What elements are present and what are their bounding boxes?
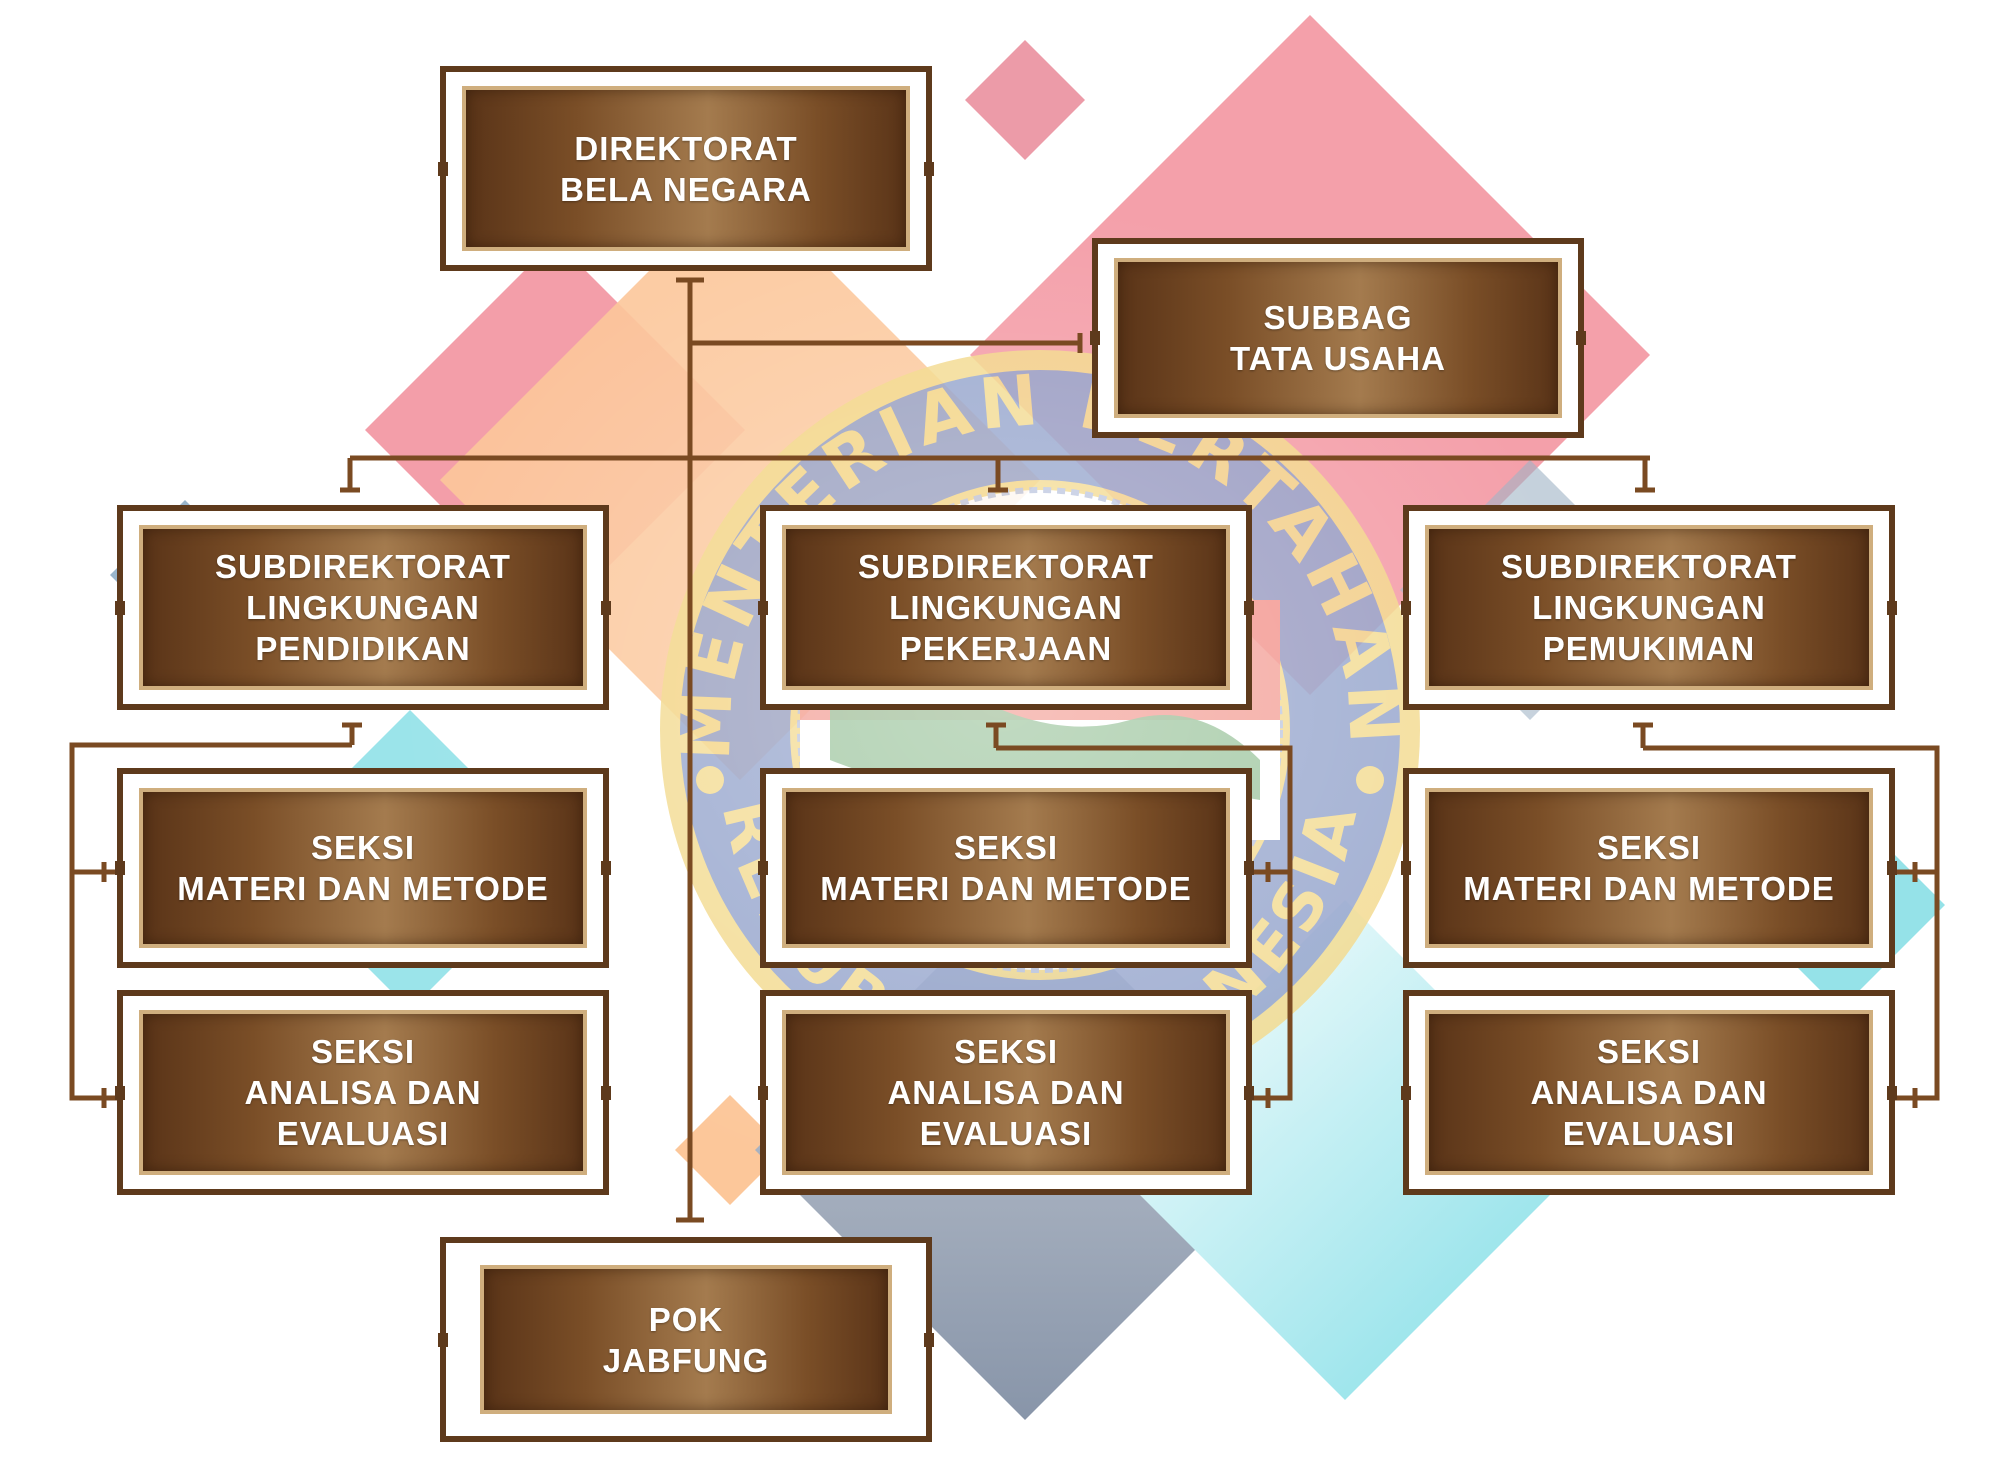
node-pok-jabfung: POK JABFUNG [438,1237,934,1442]
node-label: SEKSI ANALISA DAN EVALUASI [244,1033,482,1152]
node-label: SEKSI MATERI DAN METODE [820,829,1192,907]
node-label: SEKSI ANALISA DAN EVALUASI [1530,1033,1768,1152]
node-direktorat-bela-negara: DIREKTORAT BELA NEGARA [438,66,934,271]
node-seksi-materi-pekerjaan: SEKSI MATERI DAN METODE [758,768,1254,968]
node-subdirektorat-pemukiman: SUBDIREKTORAT LINGKUNGAN PEMUKIMAN [1401,505,1897,710]
node-label: SEKSI MATERI DAN METODE [177,829,549,907]
node-label: DIREKTORAT BELA NEGARA [560,129,812,208]
node-label: SUBBAG TATA USAHA [1230,299,1446,377]
node-label: SUBDIREKTORAT LINGKUNGAN PENDIDIKAN [215,548,511,667]
pink-diamond-small [965,40,1085,160]
node-label: SEKSI ANALISA DAN EVALUASI [887,1033,1125,1152]
node-subdirektorat-pendidikan: SUBDIREKTORAT LINGKUNGAN PENDIDIKAN [115,505,611,710]
node-seksi-analisa-pendidikan: SEKSI ANALISA DAN EVALUASI [115,990,611,1195]
node-label: SUBDIREKTORAT LINGKUNGAN PEMUKIMAN [1501,548,1797,667]
node-label: SEKSI MATERI DAN METODE [1463,829,1835,907]
node-label: POK JABFUNG [602,1300,770,1379]
node-label: SUBDIREKTORAT LINGKUNGAN PEKERJAAN [858,548,1154,667]
node-seksi-analisa-pekerjaan: SEKSI ANALISA DAN EVALUASI [758,990,1254,1195]
node-seksi-analisa-pemukiman: SEKSI ANALISA DAN EVALUASI [1401,990,1897,1195]
node-subdirektorat-pekerjaan: SUBDIREKTORAT LINGKUNGAN PEKERJAAN [758,505,1254,710]
node-seksi-materi-pemukiman: SEKSI MATERI DAN METODE [1401,768,1897,968]
node-seksi-materi-pendidikan: SEKSI MATERI DAN METODE [115,768,611,968]
node-subbag-tata-usaha: SUBBAG TATA USAHA [1090,238,1586,438]
